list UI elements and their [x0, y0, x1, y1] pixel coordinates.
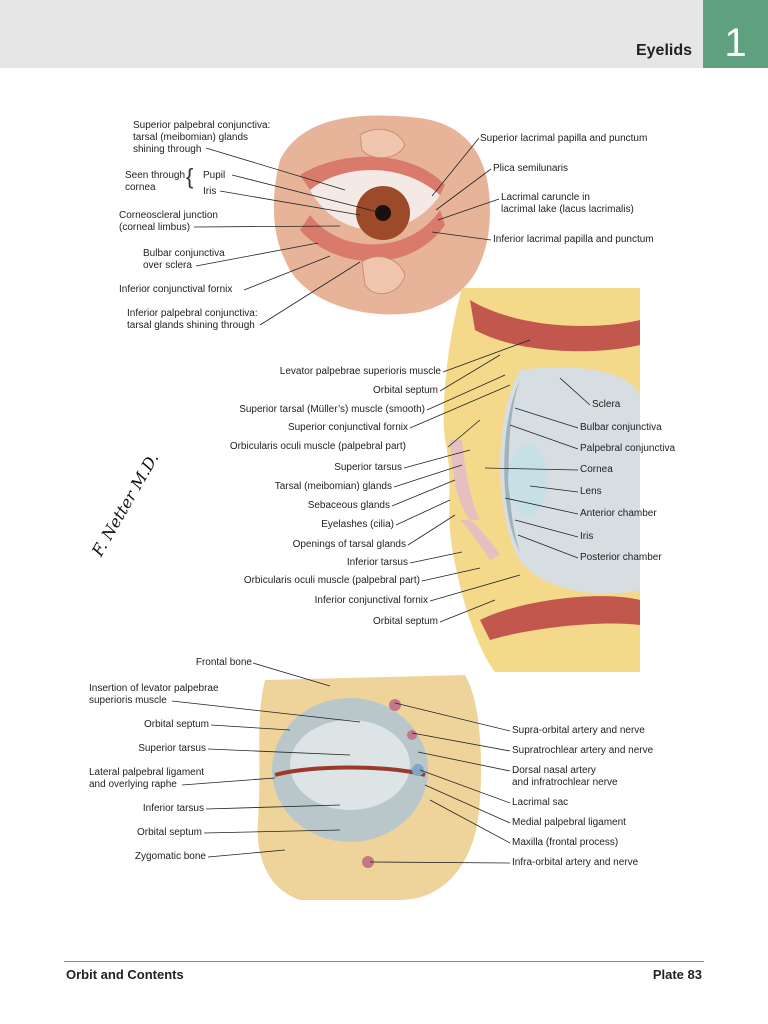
label-superior-tarsus-orbit: Superior tarsus: [138, 743, 206, 754]
label-orbital-septum-upper: Orbital septum: [372, 385, 438, 396]
footer-divider: [64, 961, 704, 962]
label-zygomatic-bone: Zygomatic bone: [134, 851, 206, 862]
label-inferior-palpebral-conjunctiva: Inferior palpebral conjunctiva: tarsal g…: [127, 308, 258, 331]
footer-plate-number: Plate 83: [652, 967, 702, 982]
label-orbital-septum-orbit-lower: Orbital septum: [136, 827, 202, 838]
label-maxilla-frontal-process: Maxilla (frontal process): [512, 837, 619, 848]
label-iris: Iris: [203, 186, 217, 197]
label-superior-conjunctival-fornix: Superior conjunctival fornix: [287, 422, 408, 433]
label-posterior-chamber: Posterior chamber: [580, 552, 662, 563]
label-superior-tarsus: Superior tarsus: [334, 462, 402, 473]
label-levator-palpebrae: Levator palpebrae superioris muscle: [279, 366, 441, 377]
label-supratrochlear-artery: Supratrochlear artery and nerve: [512, 745, 654, 756]
label-iris-section: Iris: [580, 531, 594, 542]
label-sclera: Sclera: [592, 399, 621, 410]
chapter-tab: 1: [703, 0, 768, 68]
label-lacrimal-caruncle: Lacrimal caruncle in lacrimal lake (lacu…: [501, 192, 634, 215]
label-orbicularis-oculi-lower: Orbicularis oculi muscle (palpebral part…: [243, 575, 420, 586]
label-openings-of-tarsal-glands: Openings of tarsal glands: [292, 539, 406, 550]
orbit-anterior-illustration: [257, 675, 482, 900]
label-bulbar-conjunctiva: Bulbar conjunctiva: [580, 422, 662, 433]
sagittal-section-illustration: [443, 288, 640, 672]
label-supra-orbital-artery: Supra-orbital artery and nerve: [512, 725, 645, 736]
label-insertion-of-levator: Insertion of levator palpebrae superiori…: [89, 683, 219, 706]
label-plica-semilunaris: Plica semilunaris: [493, 163, 569, 174]
label-seen-through-cornea: Seen through cornea: [125, 170, 186, 193]
label-corneoscleral-junction: Corneoscleral junction (corneal limbus): [119, 210, 218, 233]
label-inferior-tarsus-orbit: Inferior tarsus: [142, 803, 204, 814]
label-superior-palpebral-conjunctiva: Superior palpebral conjunctiva: tarsal (…: [133, 120, 271, 155]
label-inferior-tarsus: Inferior tarsus: [346, 557, 408, 568]
label-superior-tarsal-muller-muscle: Superior tarsal (Müller’s) muscle (smoot…: [239, 404, 425, 415]
label-bulbar-conjunctiva-over-sclera: Bulbar conjunctiva over sclera: [143, 248, 225, 271]
label-medial-palpebral-ligament: Medial palpebral ligament: [512, 817, 626, 828]
label-lateral-palpebral-ligament: Lateral palpebral ligament and overlying…: [89, 767, 205, 790]
label-inferior-conjunctival-fornix: Inferior conjunctival fornix: [119, 284, 233, 295]
label-superior-lacrimal-papilla: Superior lacrimal papilla and punctum: [480, 133, 648, 144]
label-inferior-conjunctival-fornix-section: Inferior conjunctival fornix: [314, 595, 428, 606]
label-inferior-lacrimal-papilla: Inferior lacrimal papilla and punctum: [493, 234, 654, 245]
label-palpebral-conjunctiva: Palpebral conjunctiva: [580, 443, 676, 454]
label-eyelashes: Eyelashes (cilia): [321, 519, 394, 530]
label-lacrimal-sac: Lacrimal sac: [512, 797, 569, 808]
label-frontal-bone: Frontal bone: [195, 657, 252, 668]
external-eye-illustration: [273, 115, 490, 315]
footer-section-title: Orbit and Contents: [66, 967, 184, 982]
label-sebaceous-glands: Sebaceous glands: [307, 500, 390, 511]
label-dorsal-nasal-artery: Dorsal nasal artery and infratrochlear n…: [512, 765, 618, 788]
label-infra-orbital-artery: Infra-orbital artery and nerve: [512, 857, 639, 868]
brace-glyph: {: [186, 164, 194, 189]
page-title: Eyelids: [635, 42, 692, 59]
label-lens: Lens: [580, 486, 602, 497]
label-tarsal-meibomian-glands: Tarsal (meibomian) glands: [274, 481, 392, 492]
label-pupil: Pupil: [203, 170, 226, 181]
label-cornea: Cornea: [580, 464, 613, 475]
label-orbicularis-oculi-upper: Orbicularis oculi muscle (palpebral part…: [229, 441, 406, 452]
label-orbital-septum-orbit-upper: Orbital septum: [143, 719, 209, 730]
page-header: Eyelids 1: [0, 0, 768, 68]
leader-lines: [171, 137, 591, 864]
label-anterior-chamber: Anterior chamber: [580, 508, 657, 519]
label-orbital-septum-lower: Orbital septum: [372, 616, 438, 627]
